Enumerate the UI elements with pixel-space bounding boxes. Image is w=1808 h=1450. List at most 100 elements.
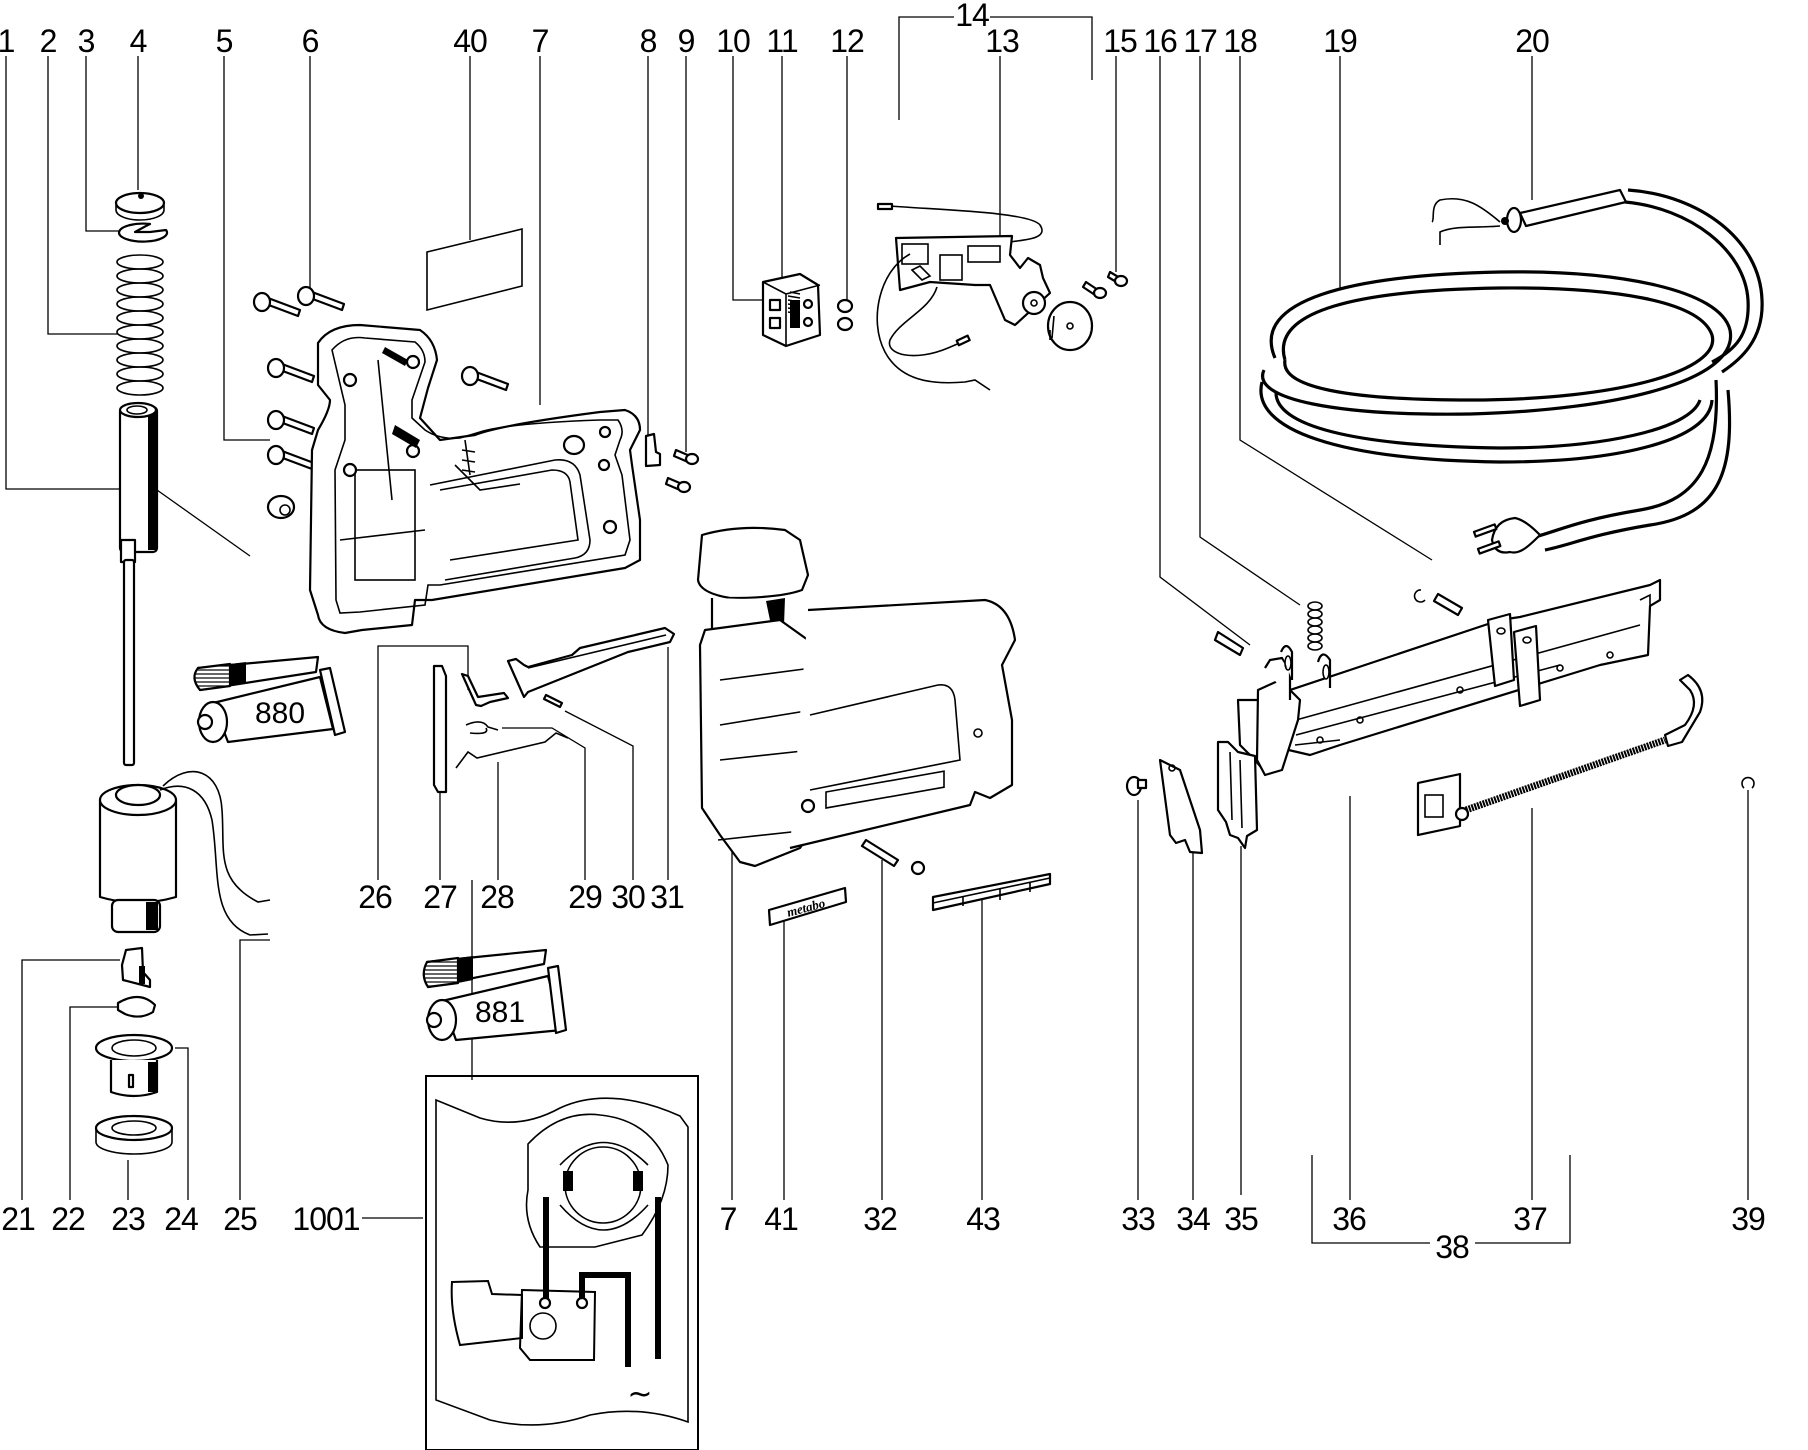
ac-supply-symbol: ~ (627, 1377, 652, 1412)
leader-30 (564, 710, 634, 880)
screw-icon (266, 357, 316, 384)
part-7-stapler-assembly (696, 526, 1017, 868)
leader-18 (1239, 56, 1433, 561)
label-11: 11 (766, 23, 797, 59)
grease-tube-880-text: 880 (255, 697, 305, 730)
spring-coil (116, 268, 164, 284)
leader-2 (47, 56, 118, 335)
label-33: 33 (1121, 1201, 1155, 1237)
part-14-electronic-module (876, 202, 1052, 391)
label-12: 12 (830, 23, 864, 59)
grease-tube-880: 880 (193, 655, 347, 744)
spring-coil (116, 324, 164, 340)
part-labels-top: 1 2 3 4 5 6 40 7 8 9 10 11 12 14 13 15 1… (0, 0, 1550, 59)
label-2: 2 (40, 23, 57, 59)
screw-icon (460, 365, 510, 392)
wiring-diagram-inset: ~ (425, 1075, 699, 1450)
label-7: 7 (532, 23, 549, 59)
part-35-guide-plate (1216, 740, 1259, 850)
part-16-pin (1213, 630, 1245, 657)
label-16: 16 (1143, 23, 1177, 59)
leader-880 (156, 489, 251, 557)
part-labels-middle: 26 27 28 29 30 31 (358, 879, 685, 915)
label-23: 23 (111, 1201, 145, 1237)
spring-coil (1307, 641, 1323, 651)
label-28: 28 (480, 879, 514, 915)
leader-22 (69, 1006, 118, 1200)
part-27-strip (432, 664, 448, 794)
leader-21 (21, 959, 120, 1200)
leader-38-right (1475, 1155, 1571, 1244)
spring-coil (116, 254, 164, 270)
label-1001: 1001 (292, 1201, 359, 1237)
label-25: 25 (223, 1201, 257, 1237)
part-3-retaining-ring (117, 222, 169, 243)
part-9-screws (664, 448, 700, 494)
part-23-ring (94, 1114, 174, 1155)
spring-coil (116, 366, 164, 382)
label-6: 6 (302, 23, 319, 59)
label-38: 38 (1435, 1229, 1469, 1265)
label-1: 1 (0, 23, 15, 59)
label-41: 41 (764, 1201, 798, 1237)
screw-icon (296, 285, 346, 312)
part-30-pin (542, 693, 564, 709)
part-41-brand-plate: metabo (767, 886, 848, 927)
screw-icon (252, 291, 302, 318)
part-labels-bottom: 21 22 23 24 25 1001 7 41 32 43 33 34 35 … (1, 1201, 1766, 1265)
part-13-knob (1046, 300, 1094, 352)
label-32: 32 (863, 1201, 897, 1237)
label-19: 19 (1323, 23, 1357, 59)
leader-29 (502, 727, 586, 880)
leader-lines (5, 16, 1749, 1244)
label-18: 18 (1223, 23, 1257, 59)
brand-plate-text: metabo (785, 895, 827, 920)
spring-coil (1307, 633, 1323, 643)
part-12-screws (836, 298, 854, 332)
spring-coil (1307, 601, 1323, 611)
part-26-latch (460, 672, 510, 708)
grease-tube-881: 881 (422, 948, 568, 1042)
label-10: 10 (716, 23, 750, 59)
part-15-screws (1081, 270, 1129, 300)
part-32-screw (860, 838, 926, 876)
leader-5 (223, 56, 270, 441)
part-6-screws (252, 285, 510, 471)
leader-26 (377, 645, 469, 880)
leader-14-left (898, 16, 954, 120)
spring-coil (116, 380, 164, 396)
part-28-spring (455, 721, 569, 769)
label-40: 40 (453, 23, 487, 59)
leader-16 (1159, 56, 1251, 646)
screw-icon (266, 444, 316, 471)
label-24: 24 (164, 1201, 198, 1237)
leader-38-left (1311, 1155, 1430, 1244)
spring-coil (1307, 625, 1323, 635)
part-25-solenoid-coil (98, 770, 271, 936)
label-9: 9 (678, 23, 695, 59)
part-18-pin (1413, 589, 1464, 617)
part-8-clip (644, 432, 662, 468)
part-19-power-cord (1259, 188, 1764, 555)
leader-14-right (990, 16, 1093, 80)
part-20-cable-sleeve (1431, 188, 1628, 245)
label-26: 26 (358, 879, 392, 915)
part-17-spring (1307, 601, 1323, 651)
part-11-switch (761, 272, 822, 348)
spring-coil (116, 338, 164, 354)
part-22-key (116, 995, 157, 1018)
part-37-pusher-rod (1416, 673, 1704, 837)
grease-tube-881-text: 881 (475, 996, 525, 1029)
spring-coil (1307, 617, 1323, 627)
leader-3 (85, 56, 122, 232)
label-39: 39 (1731, 1201, 1765, 1237)
leader-25 (239, 939, 270, 1200)
label-31: 31 (650, 879, 684, 915)
label-30: 30 (611, 879, 645, 915)
part-2-spring (116, 254, 164, 396)
label-8: 8 (640, 23, 657, 59)
leader-24 (175, 1047, 189, 1200)
label-22: 22 (51, 1201, 85, 1237)
label-37: 37 (1513, 1201, 1547, 1237)
